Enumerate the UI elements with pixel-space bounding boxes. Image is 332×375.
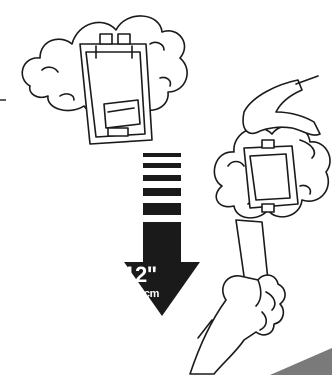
arrow-stripe-3 bbox=[143, 175, 181, 181]
arrow-head bbox=[124, 222, 200, 316]
arrow-stripe-5 bbox=[143, 203, 181, 215]
arrow-stripe-2 bbox=[143, 163, 181, 168]
distance-metric-label: 30.5 cm bbox=[120, 288, 160, 300]
down-arrow-icon bbox=[124, 153, 200, 316]
upper-hand bbox=[242, 79, 321, 136]
arrow-stripe-1 bbox=[143, 153, 181, 157]
bottom-bracket-plate bbox=[243, 145, 299, 209]
cloud-bracket-icon bbox=[21, 15, 188, 145]
hands-holding-cloud-icon bbox=[189, 75, 331, 375]
distance-imperial-label: 12" bbox=[123, 262, 157, 287]
lower-hand bbox=[189, 274, 286, 375]
floor-shadow bbox=[270, 348, 332, 375]
arrow-stripe-4 bbox=[143, 188, 181, 196]
